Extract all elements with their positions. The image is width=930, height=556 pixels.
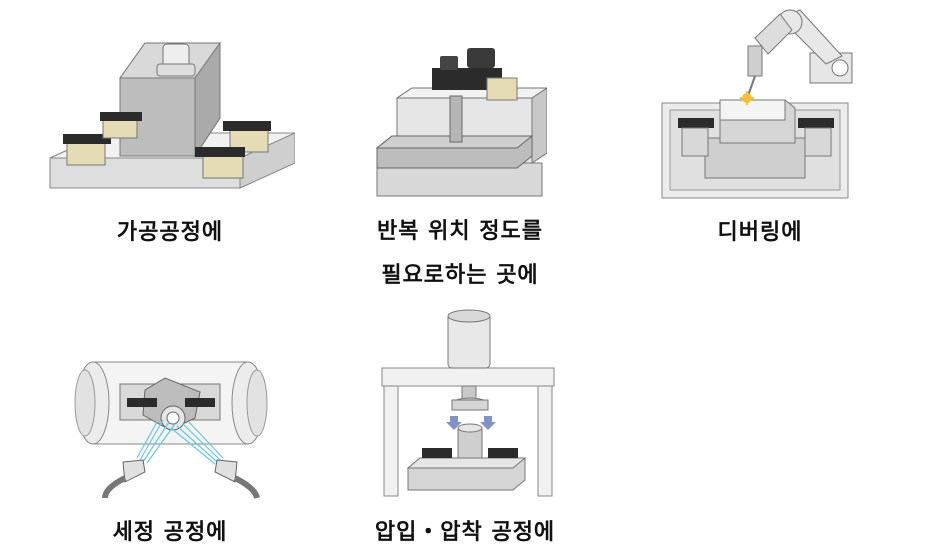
caption-repeat-positioning: 반복 위치 정도를 필요로하는 곳에 bbox=[377, 219, 543, 288]
repeat-positioning-fixture-icon bbox=[375, 48, 547, 197]
caption-deburring: 디버링에 bbox=[717, 220, 803, 245]
caption-machining: 가공공정에 bbox=[116, 220, 224, 245]
robot-deburring-icon bbox=[661, 9, 853, 199]
caption-press-fit: 압입・압착 공정에 bbox=[374, 520, 556, 545]
machining-fixture-icon bbox=[49, 41, 295, 189]
washing-spray-icon bbox=[74, 361, 268, 499]
caption-washing: 세정 공정에 bbox=[112, 520, 228, 545]
press-fit-icon bbox=[381, 309, 555, 497]
